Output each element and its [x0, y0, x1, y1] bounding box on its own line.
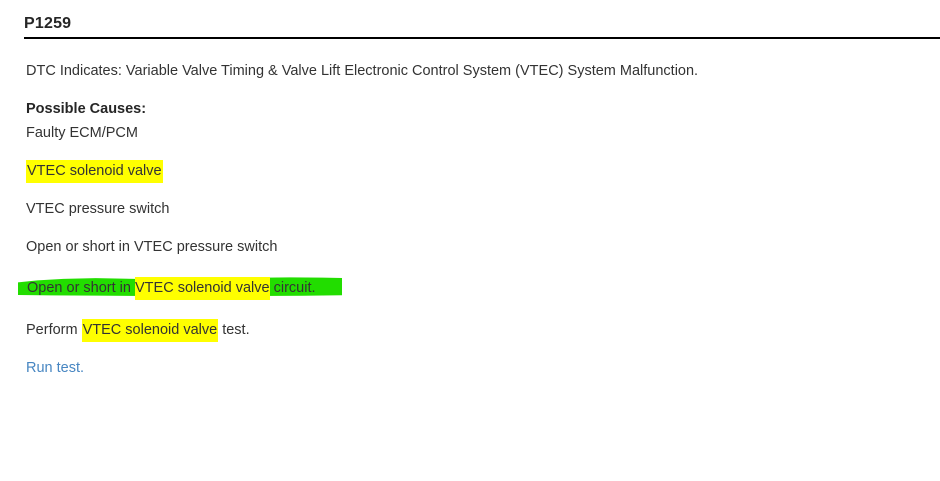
page-title: P1259: [24, 15, 72, 32]
content-body: DTC Indicates: Variable Valve Timing & V…: [18, 62, 930, 378]
cause-vtec-pressure-switch: VTEC pressure switch: [26, 201, 170, 217]
cause-open-short-pressure-switch: Open or short in VTEC pressure switch: [26, 239, 278, 255]
action-emphasis: VTEC solenoid valve: [81, 319, 219, 342]
run-test-link[interactable]: Run test.: [26, 360, 85, 376]
green-marker-highlight: Open or short in VTEC solenoid valve cir…: [18, 276, 342, 302]
cause-vtec-solenoid-valve-row: VTEC solenoid valve: [26, 160, 930, 183]
title-divider: [24, 37, 940, 39]
possible-causes-label: Possible Causes:: [26, 101, 147, 117]
title-block: P1259: [24, 14, 940, 39]
run-test-row: Run test.: [26, 359, 930, 378]
dtc-statement: DTC Indicates: Variable Valve Timing & V…: [26, 63, 699, 79]
cause-open-short-solenoid-circuit-row: Open or short in VTEC solenoid valve cir…: [18, 276, 930, 302]
action-suffix: test.: [218, 322, 250, 338]
cause-vtec-solenoid-valve: VTEC solenoid valve: [26, 160, 163, 183]
action-prefix: Perform: [26, 322, 82, 338]
cause-faulty-ecm-pcm: Faulty ECM/PCM: [26, 125, 138, 141]
action-line: Perform VTEC solenoid valve test.: [26, 319, 930, 342]
cause-circuit-emphasis: VTEC solenoid valve: [135, 280, 270, 296]
cause-circuit-suffix: circuit.: [269, 280, 316, 296]
cause-circuit-prefix: Open or short in: [27, 280, 135, 296]
